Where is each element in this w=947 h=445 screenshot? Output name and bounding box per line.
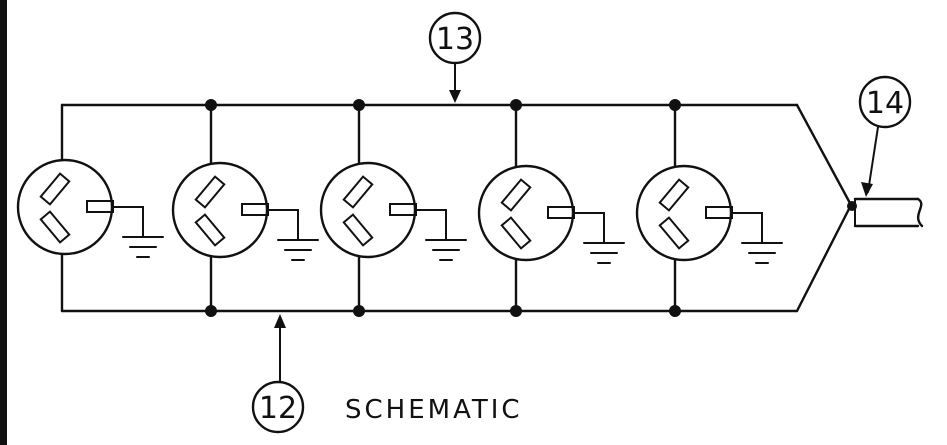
vertical-drops	[209, 103, 677, 313]
outlet-3	[319, 161, 468, 262]
svg-text:13: 13	[436, 22, 474, 57]
outlet-4	[477, 164, 626, 265]
svg-text:12: 12	[259, 391, 297, 426]
callout-13: 13	[428, 11, 482, 103]
left-border	[0, 0, 7, 445]
svg-text:14: 14	[866, 86, 904, 121]
outlet-5	[635, 164, 784, 265]
callout-12: 12	[251, 314, 305, 434]
caption: SCHEMATIC	[345, 395, 523, 425]
outlet-2	[171, 161, 320, 262]
cable-taper-wire	[795, 103, 853, 313]
callout-14: 14	[858, 75, 912, 197]
junction-dots	[205, 99, 681, 317]
cable	[853, 197, 924, 228]
outlet-1	[16, 158, 165, 259]
